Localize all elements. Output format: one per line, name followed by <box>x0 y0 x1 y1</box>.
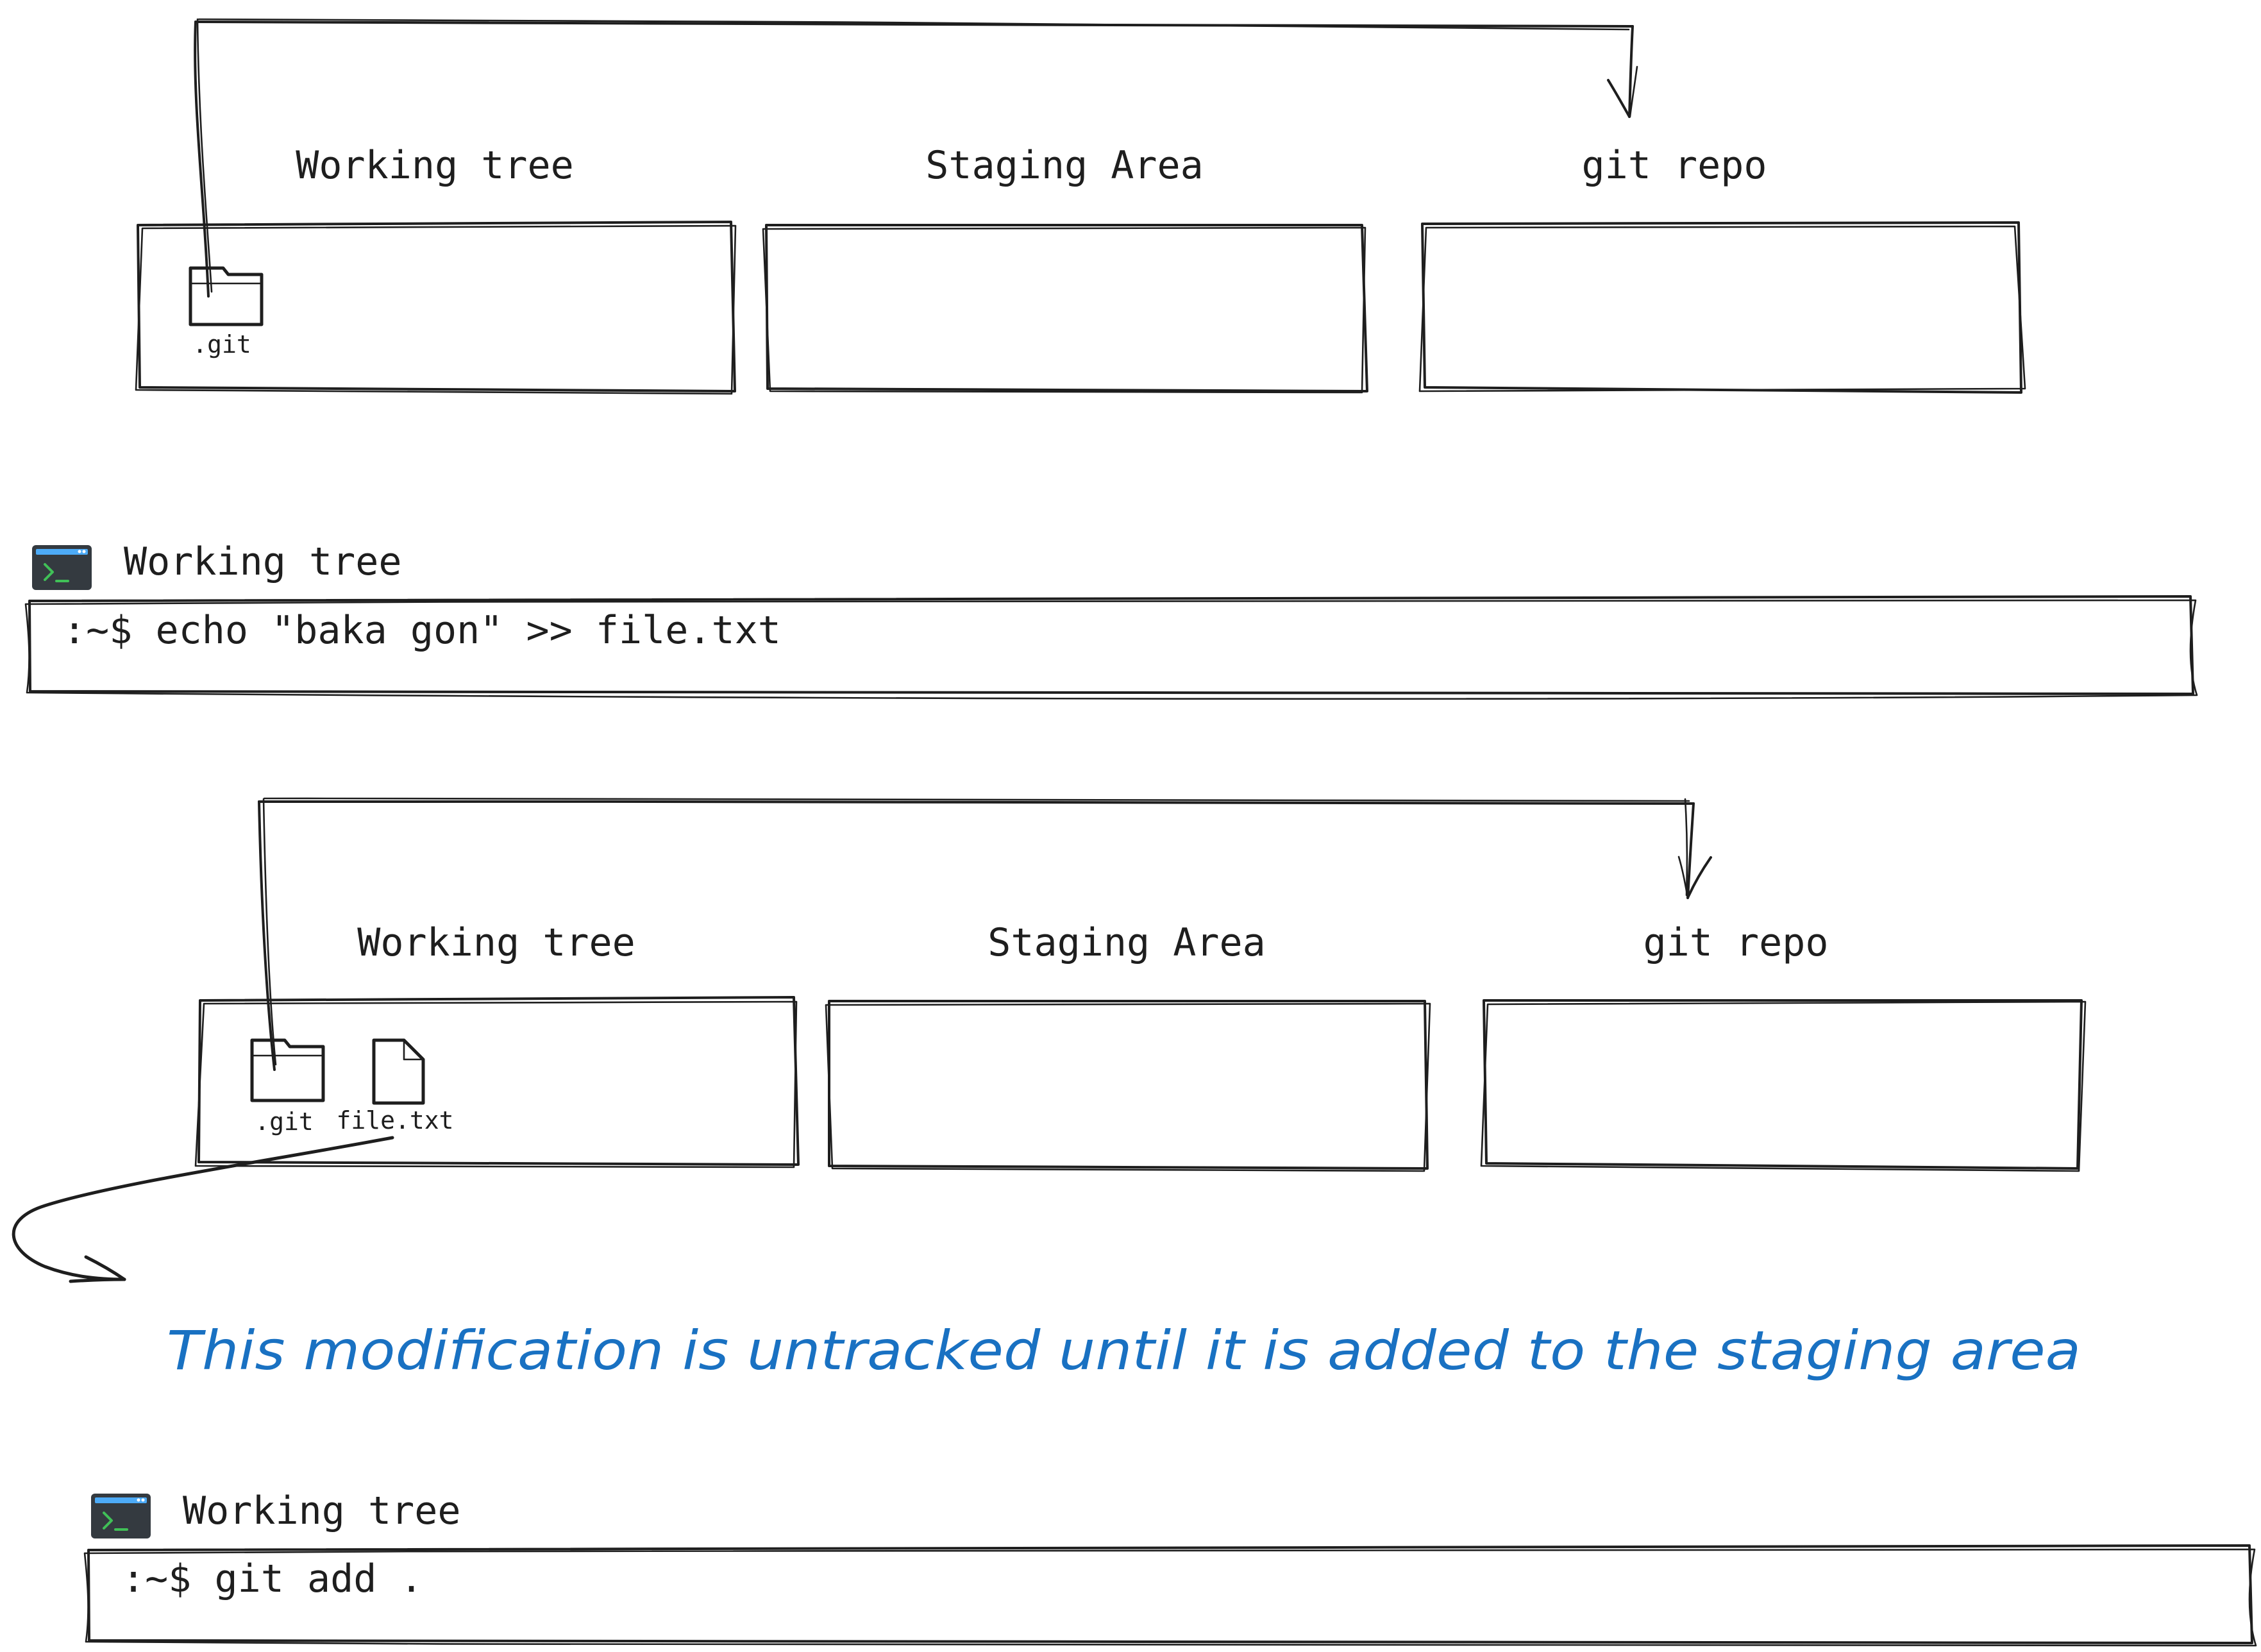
diagram-2: Working tree Staging Area git repo .git … <box>12 797 2087 1283</box>
terminal-2: Working tree :~$ git add . <box>83 1488 2257 1649</box>
stage-label-staging-area: Staging Area <box>925 143 1203 188</box>
diagram-1: Working tree Staging Area git repo .git <box>135 18 2026 395</box>
stage-label-working-tree: Working tree <box>357 920 635 965</box>
stage-label-git-repo: git repo <box>1582 143 1767 188</box>
terminal-1: Working tree :~$ echo "baka gon" >> file… <box>24 539 2198 700</box>
terminal-icon <box>32 545 92 590</box>
stage-label-working-tree: Working tree <box>296 143 573 188</box>
file-txt-label: file.txt <box>336 1106 453 1134</box>
git-repo-box <box>1418 221 2026 394</box>
file-icon <box>372 1038 425 1105</box>
staging-area-box <box>825 1000 1431 1172</box>
working-tree-box <box>194 996 800 1168</box>
terminal-1-command: :~$ echo "baka gon" >> file.txt <box>63 608 781 653</box>
untracked-note: This modification is untracked until it … <box>167 1319 2081 1382</box>
folder-icon <box>189 266 264 326</box>
git-folder-label: .git <box>255 1108 314 1136</box>
terminal-2-box <box>83 1544 2257 1649</box>
git-folder-label: .git <box>192 330 251 358</box>
working-tree-box <box>135 221 737 395</box>
git-to-repo-arrow-2 <box>258 797 1712 1071</box>
terminal-1-title: Working tree <box>124 539 401 584</box>
staging-area-box <box>762 224 1368 394</box>
terminal-1-box <box>24 595 2198 700</box>
terminal-icon <box>91 1494 151 1538</box>
terminal-2-title: Working tree <box>183 1488 460 1533</box>
terminal-2-command: :~$ git add . <box>122 1556 423 1601</box>
stage-label-git-repo: git repo <box>1643 920 1829 965</box>
git-repo-box <box>1480 999 2087 1172</box>
untracked-arrow <box>12 1136 394 1283</box>
stage-label-staging-area: Staging Area <box>988 920 1265 965</box>
folder-icon <box>250 1038 325 1102</box>
git-to-repo-arrow-1 <box>194 18 1638 298</box>
